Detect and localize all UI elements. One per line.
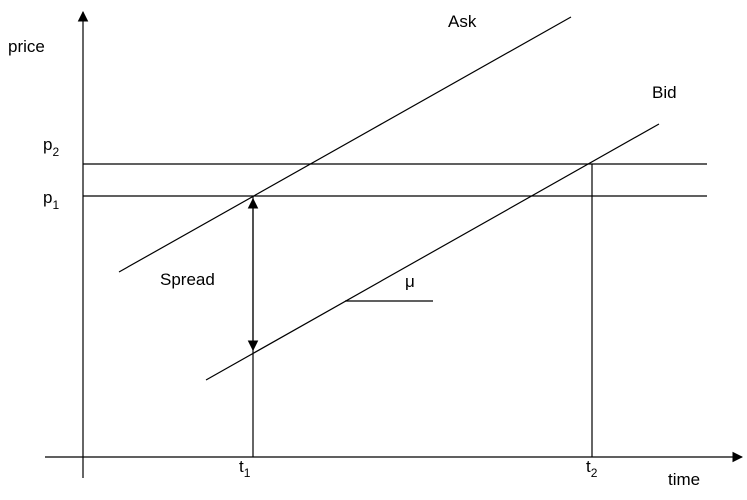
spread-label: Spread [160, 270, 215, 289]
price-level-p2-label: p2 [43, 135, 59, 159]
slope-mu-label: μ [405, 272, 415, 291]
time-t1-label: t1 [239, 457, 251, 480]
y-axis-label: price [8, 37, 45, 56]
ask-line [118, 16, 572, 273]
ask-label: Ask [448, 12, 477, 31]
bid-line [205, 123, 660, 381]
x-axis-label: time [668, 470, 700, 489]
price-level-p1-label: p1 [43, 188, 59, 212]
time-t2-label: t2 [586, 457, 598, 480]
bid-label: Bid [652, 83, 677, 102]
